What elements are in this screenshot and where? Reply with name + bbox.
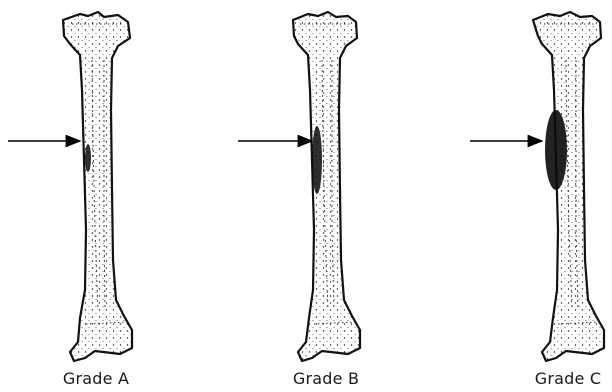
grade-label-a: Grade A [36,369,156,388]
lesion-marker [545,110,567,190]
bone-grade-a [8,12,132,361]
bone-outline [293,12,360,361]
lesion-marker [312,126,322,194]
grade-label-b: Grade B [266,369,386,388]
bone-outline [63,12,132,361]
bone-grade-c [470,12,604,361]
grade-label-c: Grade C [508,369,612,388]
lesion-marker [85,144,91,172]
bone-grade-b [238,12,360,361]
